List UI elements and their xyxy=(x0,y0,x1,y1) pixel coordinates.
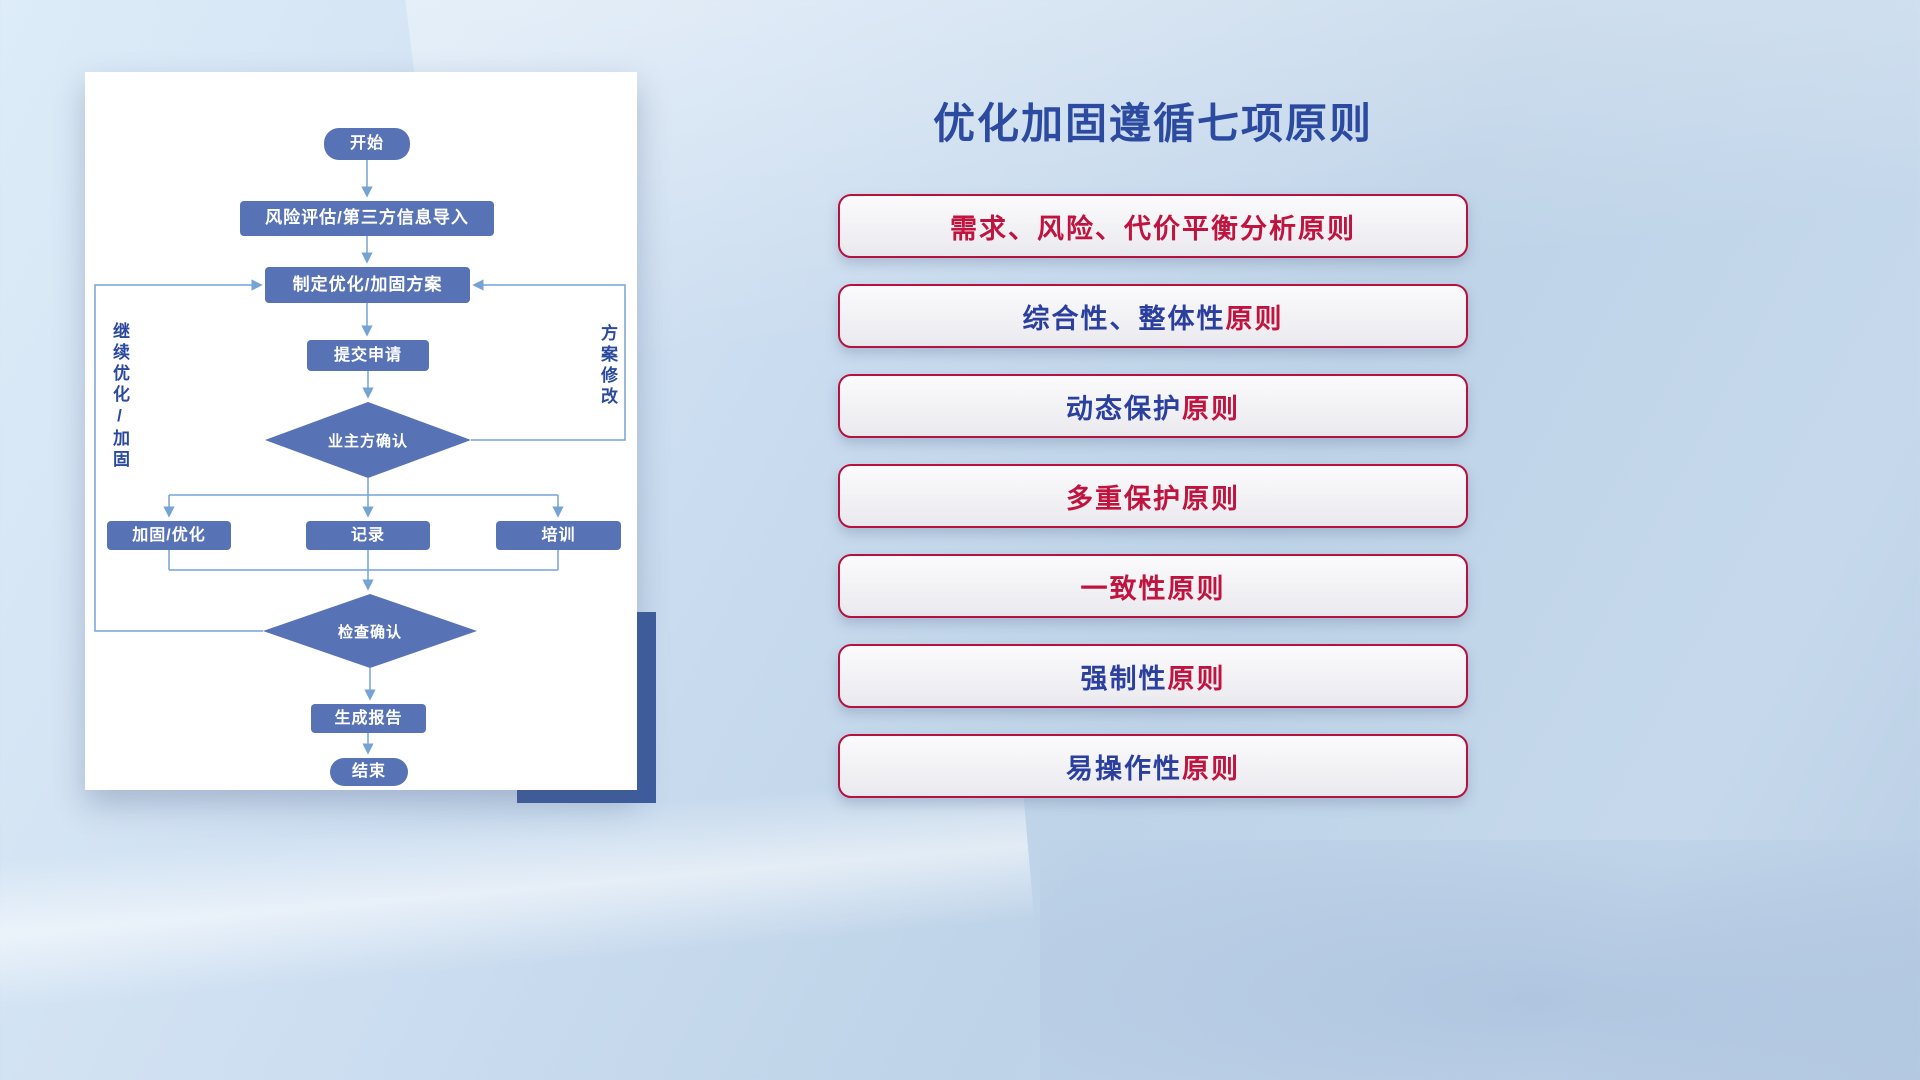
loop-label-plan-revise: 方案修改 xyxy=(598,324,617,408)
flow-node-submit: 提交申请 xyxy=(307,340,429,371)
principle-text-suffix: 原则 xyxy=(1182,393,1240,424)
principle-text-suffix: 原则 xyxy=(1182,753,1240,784)
flow-connectors xyxy=(94,160,626,755)
principle-card: 动态保护原则 xyxy=(838,374,1468,438)
principle-text: 综合性、整体性 xyxy=(1022,303,1226,334)
principle-card: 易操作性原则 xyxy=(838,734,1468,798)
principle-card: 多重保护原则 xyxy=(838,464,1468,528)
principle-card: 一致性原则 xyxy=(838,554,1468,618)
background-streak xyxy=(1040,840,1920,1080)
flow-node-harden: 加固/优化 xyxy=(107,521,231,550)
principle-text: 易操作性 xyxy=(1066,753,1182,784)
principle-text-suffix: 原则 xyxy=(1167,663,1226,694)
principle-text-suffix: 原则 xyxy=(1167,573,1226,604)
principle-text: 动态保护 xyxy=(1066,393,1182,424)
flow-node-make-plan: 制定优化/加固方案 xyxy=(265,267,470,303)
loop-label-continue-optimize: 继续优化/加固 xyxy=(110,322,129,471)
principle-text-suffix: 原则 xyxy=(1298,213,1356,244)
principle-text: 多重保护 xyxy=(1066,483,1182,514)
principle-text-suffix: 原则 xyxy=(1225,303,1284,334)
principle-text: 一致性 xyxy=(1080,573,1168,604)
principle-card: 综合性、整体性原则 xyxy=(838,284,1468,348)
flow-node-end: 结束 xyxy=(330,758,408,786)
flow-node-start: 开始 xyxy=(324,128,410,160)
flow-node-risk-import: 风险评估/第三方信息导入 xyxy=(240,201,494,236)
principle-card: 强制性原则 xyxy=(838,644,1468,708)
flow-node-record: 记录 xyxy=(306,521,430,550)
flow-node-train: 培训 xyxy=(496,521,621,550)
flow-node-report: 生成报告 xyxy=(311,704,426,733)
principle-text: 需求、风险、代价平衡分析 xyxy=(950,213,1298,244)
principle-card: 需求、风险、代价平衡分析原则 xyxy=(838,194,1468,258)
page-title: 优化加固遵循七项原则 xyxy=(932,100,1373,147)
flowchart-card: 开始 风险评估/第三方信息导入 制定优化/加固方案 提交申请 业主方确认 加固/… xyxy=(85,72,637,790)
principles-list: 需求、风险、代价平衡分析原则 综合性、整体性原则 动态保护原则 多重保护原则 一… xyxy=(838,194,1468,824)
principle-text: 强制性 xyxy=(1080,663,1168,694)
principle-text-suffix: 原则 xyxy=(1182,483,1240,514)
